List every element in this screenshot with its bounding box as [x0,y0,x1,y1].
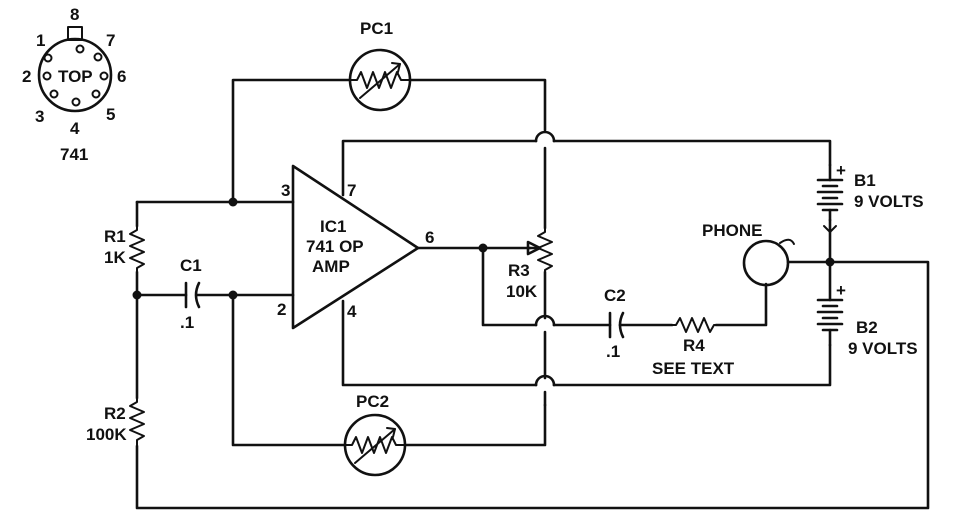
r4-value: SEE TEXT [652,359,735,378]
pinout-pin-5: 5 [106,105,115,124]
b2-plus: + [836,281,846,300]
c1-value: .1 [180,313,194,332]
pinout-pin-7: 7 [106,31,115,50]
b1-name: B1 [854,171,876,190]
ic1-pin-7: 7 [347,181,356,200]
r2-value: 100K [86,425,127,444]
capacitor-c2: C2 .1 [604,286,626,361]
pinout-pin-4: 4 [70,119,80,138]
r3-value: 10K [506,282,538,301]
photocell-pc2: PC2 [343,392,407,477]
capacitor-c1: C1 .1 [180,256,202,332]
b1-value: 9 VOLTS [854,192,924,211]
op-amp-ic1: IC1 741 OP AMP 3 7 6 2 4 [277,164,434,330]
ic1-type: 741 OP [306,237,364,256]
ic1-pin-4: 4 [347,302,357,321]
b2-name: B2 [856,318,878,337]
c2-name: C2 [604,286,626,305]
potentiometer-r3: R3 10K [506,227,553,301]
phone-earpiece: PHONE [702,221,832,287]
r1-name: R1 [104,227,126,246]
c1-name: C1 [180,256,202,275]
ic1-sub: AMP [312,257,350,276]
r4-name: R4 [683,336,705,355]
ic1-pin-6: 6 [425,228,434,247]
ic1-pin-3: 3 [281,181,290,200]
wires [135,78,930,510]
pinout-pin-1: 1 [36,31,45,50]
resistor-r2: R2 100K [86,397,145,447]
c2-value: .1 [606,342,620,361]
r3-name: R3 [508,261,530,280]
pc1-label: PC1 [360,19,393,38]
crossover-hops [534,130,556,387]
pinout-pin-8: 8 [70,5,79,24]
ic-pinout-diagram: 1 2 3 4 5 6 7 8 TOP 741 [22,5,126,164]
pinout-pin-3: 3 [35,107,44,126]
phone-label: PHONE [702,221,762,240]
pc2-label: PC2 [356,392,389,411]
b2-value: 9 VOLTS [848,339,918,358]
b1-plus: + [836,161,846,180]
ic1-pin-2: 2 [277,300,286,319]
battery-b1: + B1 9 VOLTS [816,161,924,233]
photocell-pc1: PC1 [348,19,412,112]
r2-name: R2 [104,404,126,423]
battery-b2: + B2 9 VOLTS [816,281,918,358]
pinout-part-label: 741 [60,145,88,164]
pinout-center-label: TOP [58,67,93,86]
pinout-pin-2: 2 [22,67,31,86]
resistor-r1: R1 1K [104,225,145,273]
r1-value: 1K [104,248,126,267]
ic1-name: IC1 [320,217,346,236]
resistor-r4: R4 SEE TEXT [652,317,735,378]
pinout-pin-6: 6 [117,67,126,86]
